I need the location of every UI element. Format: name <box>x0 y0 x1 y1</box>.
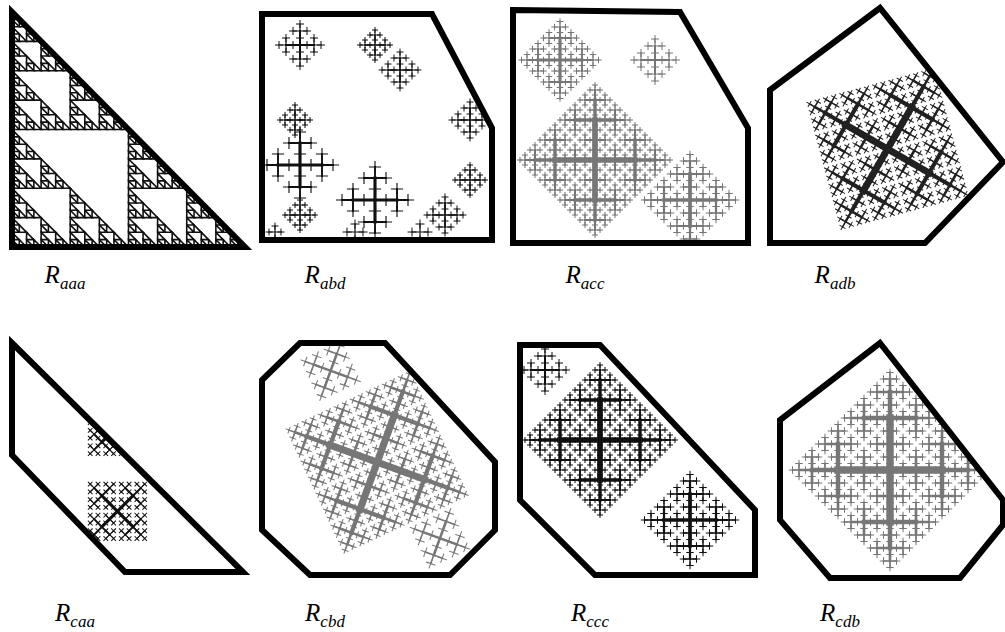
set-subscript: acc <box>581 274 605 293</box>
region-outline <box>770 8 1003 243</box>
region-outline <box>262 14 492 240</box>
fractal-pattern <box>262 21 492 245</box>
set-symbol: R <box>55 599 70 626</box>
set-subscript: abd <box>320 274 346 293</box>
set-symbol: R <box>571 599 586 626</box>
region-outline <box>262 343 495 575</box>
set-subscript: adb <box>830 274 856 293</box>
region-outline <box>12 343 243 572</box>
set-symbol: R <box>305 261 320 288</box>
set-symbol: R <box>305 599 320 626</box>
fractal-pattern <box>12 12 245 247</box>
region-outline <box>513 10 748 243</box>
set-label: Rabd <box>305 262 346 287</box>
set-label: Rcbd <box>305 600 345 625</box>
set-label: Rcdb <box>820 600 860 625</box>
fractal-pattern <box>789 369 991 571</box>
fractal-pattern <box>760 22 1005 276</box>
set-subscript: caa <box>70 612 95 631</box>
region-outline <box>780 343 1003 578</box>
set-label: Racc <box>566 262 605 287</box>
fractal-pattern <box>244 330 521 593</box>
set-label: Rccc <box>571 600 609 625</box>
region-outline <box>12 12 245 247</box>
set-subscript: aaa <box>60 274 86 293</box>
set-label: Raaa <box>45 262 86 287</box>
set-label: Radb <box>815 262 856 287</box>
set-symbol: R <box>815 261 830 288</box>
region-outline <box>520 345 755 575</box>
set-subscript: ccc <box>586 612 609 631</box>
set-symbol: R <box>566 261 581 288</box>
set-subscript: cdb <box>835 612 860 631</box>
set-subscript: cbd <box>320 612 345 631</box>
set-symbol: R <box>820 599 835 626</box>
set-label: Rcaa <box>55 600 95 625</box>
set-symbol: R <box>45 261 60 288</box>
